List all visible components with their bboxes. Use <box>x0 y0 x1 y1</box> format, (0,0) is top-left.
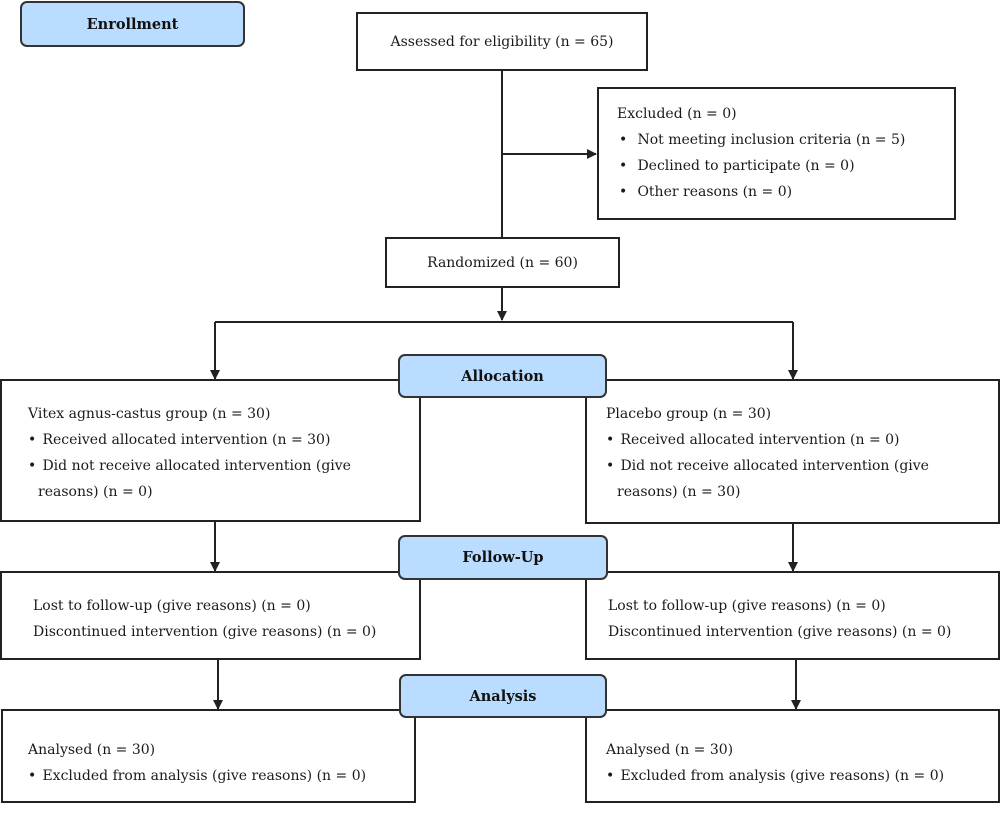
followup-right-box: Lost to follow-up (give reasons) (n = 0)… <box>585 571 1000 660</box>
excluded-item-other: Other reasons (n = 0) <box>619 179 792 205</box>
followup-right-lost: Lost to follow-up (give reasons) (n = 0) <box>608 598 886 614</box>
randomized-text: Randomized (n = 60) <box>427 254 578 271</box>
allocation-left-box: Vitex agnus-castus group (n = 30) Receiv… <box>0 379 421 522</box>
allocation-right-title: Placebo group (n = 30) <box>606 406 772 422</box>
excluded-item-declined: Declined to participate (n = 0) <box>619 153 854 179</box>
analysis-label-text: Analysis <box>469 687 537 705</box>
allocation-label: Allocation <box>398 354 607 398</box>
analysis-left-box: Analysed (n = 30) Excluded from analysis… <box>1 709 416 803</box>
followup-left-discontinued: Discontinued intervention (give reasons)… <box>33 624 377 640</box>
excluded-title: Excluded (n = 0) <box>617 106 737 122</box>
analysis-left-analysed: Analysed (n = 30) <box>28 742 156 758</box>
followup-right-discontinued: Discontinued intervention (give reasons)… <box>608 624 952 640</box>
enrollment-label: Enrollment <box>20 1 245 47</box>
followup-label-text: Follow-Up <box>462 549 544 566</box>
followup-label: Follow-Up <box>398 535 608 580</box>
allocation-left-received: Received allocated intervention (n = 30) <box>28 427 330 453</box>
assessed-text: Assessed for eligibility (n = 65) <box>390 33 614 50</box>
allocation-right-not-received: Did not receive allocated intervention (… <box>606 453 929 479</box>
assessed-box: Assessed for eligibility (n = 65) <box>356 12 648 71</box>
followup-left-lost: Lost to follow-up (give reasons) (n = 0) <box>33 598 311 614</box>
allocation-label-text: Allocation <box>461 367 544 385</box>
allocation-right-not-received-cont: reasons) (n = 30) <box>617 484 741 500</box>
allocation-left-not-received: Did not receive allocated intervention (… <box>28 453 351 479</box>
allocation-right-box: Placebo group (n = 30) Received allocate… <box>585 379 1000 524</box>
analysis-right-analysed: Analysed (n = 30) <box>606 742 734 758</box>
allocation-left-title: Vitex agnus-castus group (n = 30) <box>28 406 271 422</box>
excluded-item-inclusion: Not meeting inclusion criteria (n = 5) <box>619 127 905 153</box>
randomized-box: Randomized (n = 60) <box>385 237 620 288</box>
followup-left-box: Lost to follow-up (give reasons) (n = 0)… <box>0 571 421 660</box>
analysis-label: Analysis <box>399 674 607 718</box>
analysis-right-excluded: Excluded from analysis (give reasons) (n… <box>606 763 944 789</box>
allocation-right-received: Received allocated intervention (n = 0) <box>606 427 899 453</box>
excluded-box: Excluded (n = 0) Not meeting inclusion c… <box>597 87 956 220</box>
analysis-left-excluded: Excluded from analysis (give reasons) (n… <box>28 763 366 789</box>
analysis-right-box: Analysed (n = 30) Excluded from analysis… <box>585 709 1000 803</box>
allocation-left-not-received-cont: reasons) (n = 0) <box>38 484 153 500</box>
enrollment-label-text: Enrollment <box>86 15 179 33</box>
